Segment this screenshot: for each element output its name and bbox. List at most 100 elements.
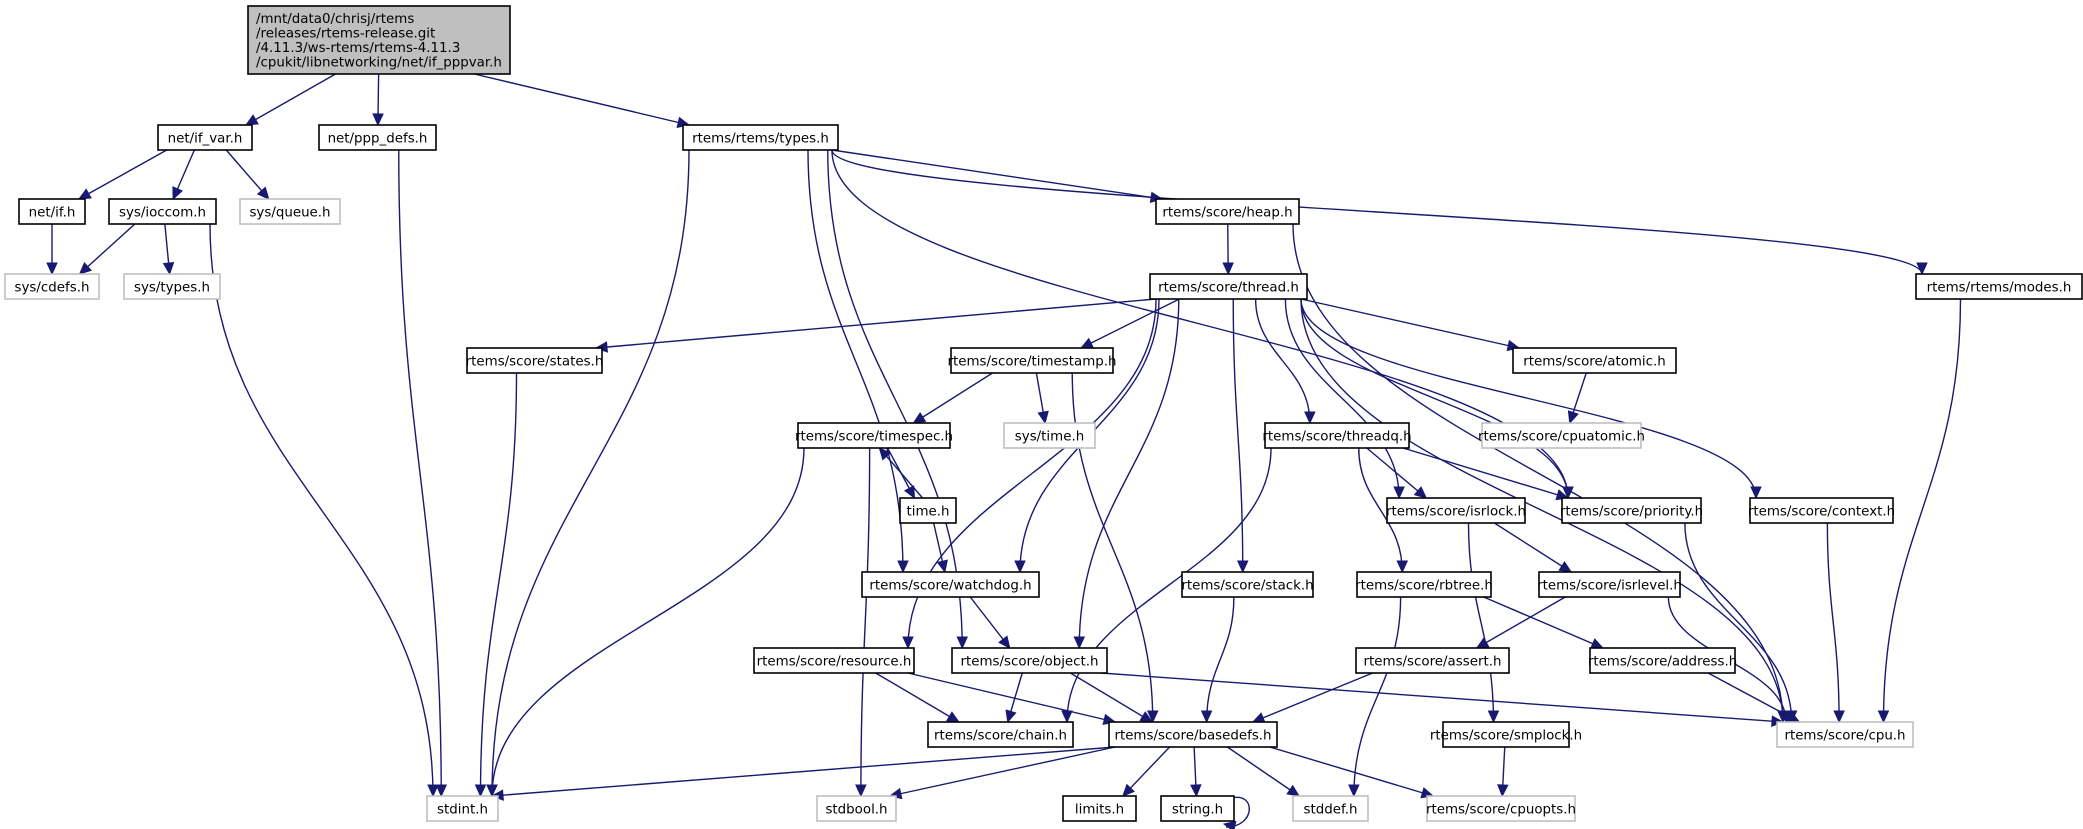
node-box[interactable] [1589,647,1736,674]
edge-line [1232,298,1244,573]
node-box[interactable] [1356,571,1492,598]
graph-node-context[interactable]: rtems/score/context.h [1748,497,1895,524]
edge-line [1226,746,1300,797]
graph-node-isrlevel[interactable]: rtems/score/isrlevel.h [1537,571,1682,598]
arrowhead [946,711,960,723]
edge-line [1300,298,1520,349]
graph-node-timespec[interactable]: rtems/score/timespec.h [795,422,953,449]
node-box[interactable] [1108,721,1278,748]
node-box[interactable] [1442,721,1570,748]
edge-line [1467,522,1495,723]
node-label: rtems/score/threadq.h [1262,430,1411,445]
arrowhead [1251,712,1266,723]
graph-node-smplock[interactable]: rtems/score/smplock.h [1430,721,1582,748]
edge-if-var-to-queue [225,149,270,200]
graph-node-priority[interactable]: rtems/score/priority.h [1560,497,1703,524]
arrowhead [172,186,184,201]
node-box[interactable] [1155,198,1300,225]
graph-node-states[interactable]: rtems/score/states.h [466,347,604,374]
graph-node-root[interactable]: /mnt/data0/chrisj/rtems/releases/rtems-r… [247,5,511,75]
graph-node-rbtree[interactable]: rtems/score/rbtree.h [1355,571,1493,598]
graph-node-stddef: stddef.h [1292,795,1369,822]
edge-thread-to-atomic [1300,298,1521,352]
node-box[interactable] [157,124,253,151]
node-label: rtems/score/heap.h [1162,206,1292,221]
graph-node-object[interactable]: rtems/score/object.h [951,647,1108,674]
arrowhead [1222,262,1234,276]
node-box[interactable] [318,124,437,151]
arrowhead [256,186,270,200]
node-box[interactable] [1149,273,1308,300]
node-box[interactable] [1561,497,1702,524]
graph-node-limits[interactable]: limits.h [1062,795,1137,822]
node-box[interactable] [108,198,217,225]
edge-basedefs-to-stdint [490,746,1116,801]
graph-node-modes[interactable]: rtems/rtems/modes.h [1915,273,2083,300]
node-box[interactable] [899,497,957,524]
node-box[interactable] [1181,571,1314,598]
arrowhead [1497,784,1509,798]
node-box[interactable] [753,647,915,674]
node-box[interactable] [1386,497,1526,524]
graph-node-timestamp[interactable]: rtems/score/timestamp.h [948,347,1117,374]
edge-basedefs-to-limits [1122,746,1171,797]
node-box[interactable] [466,347,603,374]
graph-node-threadq[interactable]: rtems/score/threadq.h [1262,422,1412,449]
graph-node-thread[interactable]: rtems/score/thread.h [1149,273,1308,300]
edge-time-h-to-watchdog [932,522,948,574]
node-box[interactable] [1355,647,1510,674]
edge-line [1684,522,1793,723]
node-box[interactable] [1062,795,1137,822]
node-label: rtems/score/atomic.h [1523,355,1666,370]
graph-node-isrlock[interactable]: rtems/score/isrlock.h [1386,497,1526,524]
graph-node-if-var[interactable]: net/if_var.h [157,124,253,151]
node-label: /mnt/data0/chrisj/rtems [256,12,414,27]
graph-node-rtypes[interactable]: rtems/rtems/types.h [682,124,839,151]
node-label: rtems/score/context.h [1748,505,1895,520]
node-box[interactable] [1512,347,1677,374]
node-box [1003,422,1096,449]
edge-rtypes-to-stdint [486,149,690,798]
graph-node-string[interactable]: string.h [1160,795,1235,822]
node-box[interactable] [927,721,1074,748]
node-box [816,795,897,822]
graph-node-if-h[interactable]: net/if.h [18,198,86,225]
node-label: rtems/score/chain.h [934,729,1067,744]
node-box[interactable] [1160,795,1235,822]
edge-line [1070,672,1153,723]
graph-node-address[interactable]: rtems/score/address.h [1588,647,1737,674]
arrowhead [1393,486,1405,500]
arrowhead [998,635,1011,649]
graph-node-basedefs[interactable]: rtems/score/basedefs.h [1108,721,1278,748]
node-box[interactable] [951,647,1108,674]
node-box[interactable] [18,198,86,225]
edge-line [827,149,963,649]
graph-node-watchdog[interactable]: rtems/score/watchdog.h [861,571,1040,598]
graph-node-heap[interactable]: rtems/score/heap.h [1155,198,1300,225]
graph-node-chain[interactable]: rtems/score/chain.h [927,721,1074,748]
graph-node-assert[interactable]: rtems/score/assert.h [1355,647,1510,674]
graph-node-ioccom[interactable]: sys/ioccom.h [108,198,217,225]
edge-atomic-to-cpuatomic [1567,372,1587,425]
graph-node-resource[interactable]: rtems/score/resource.h [753,647,915,674]
edge-rtypes-to-modes [831,149,1928,276]
node-box[interactable] [797,422,951,449]
node-label: rtems/score/basedefs.h [1114,729,1271,744]
arrowhead [1833,710,1845,724]
arrowhead [486,784,498,798]
edge-line [1366,447,1427,499]
node-box[interactable] [1538,571,1681,598]
node-box[interactable] [861,571,1040,598]
graph-node-stack[interactable]: rtems/score/stack.h [1181,571,1314,598]
node-box[interactable] [682,124,839,151]
node-box[interactable] [247,5,511,75]
node-box[interactable] [1264,422,1410,449]
graph-node-ppp-defs[interactable]: net/ppp_defs.h [318,124,437,151]
node-box[interactable] [950,347,1114,374]
graph-node-atomic[interactable]: rtems/score/atomic.h [1512,347,1677,374]
graph-node-cpuopts: rtems/score/cpuopts.h [1426,795,1576,822]
node-box[interactable] [1915,273,2083,300]
arrowhead [1475,637,1490,649]
graph-node-time-h[interactable]: time.h [899,497,957,524]
node-box[interactable] [1749,497,1894,524]
